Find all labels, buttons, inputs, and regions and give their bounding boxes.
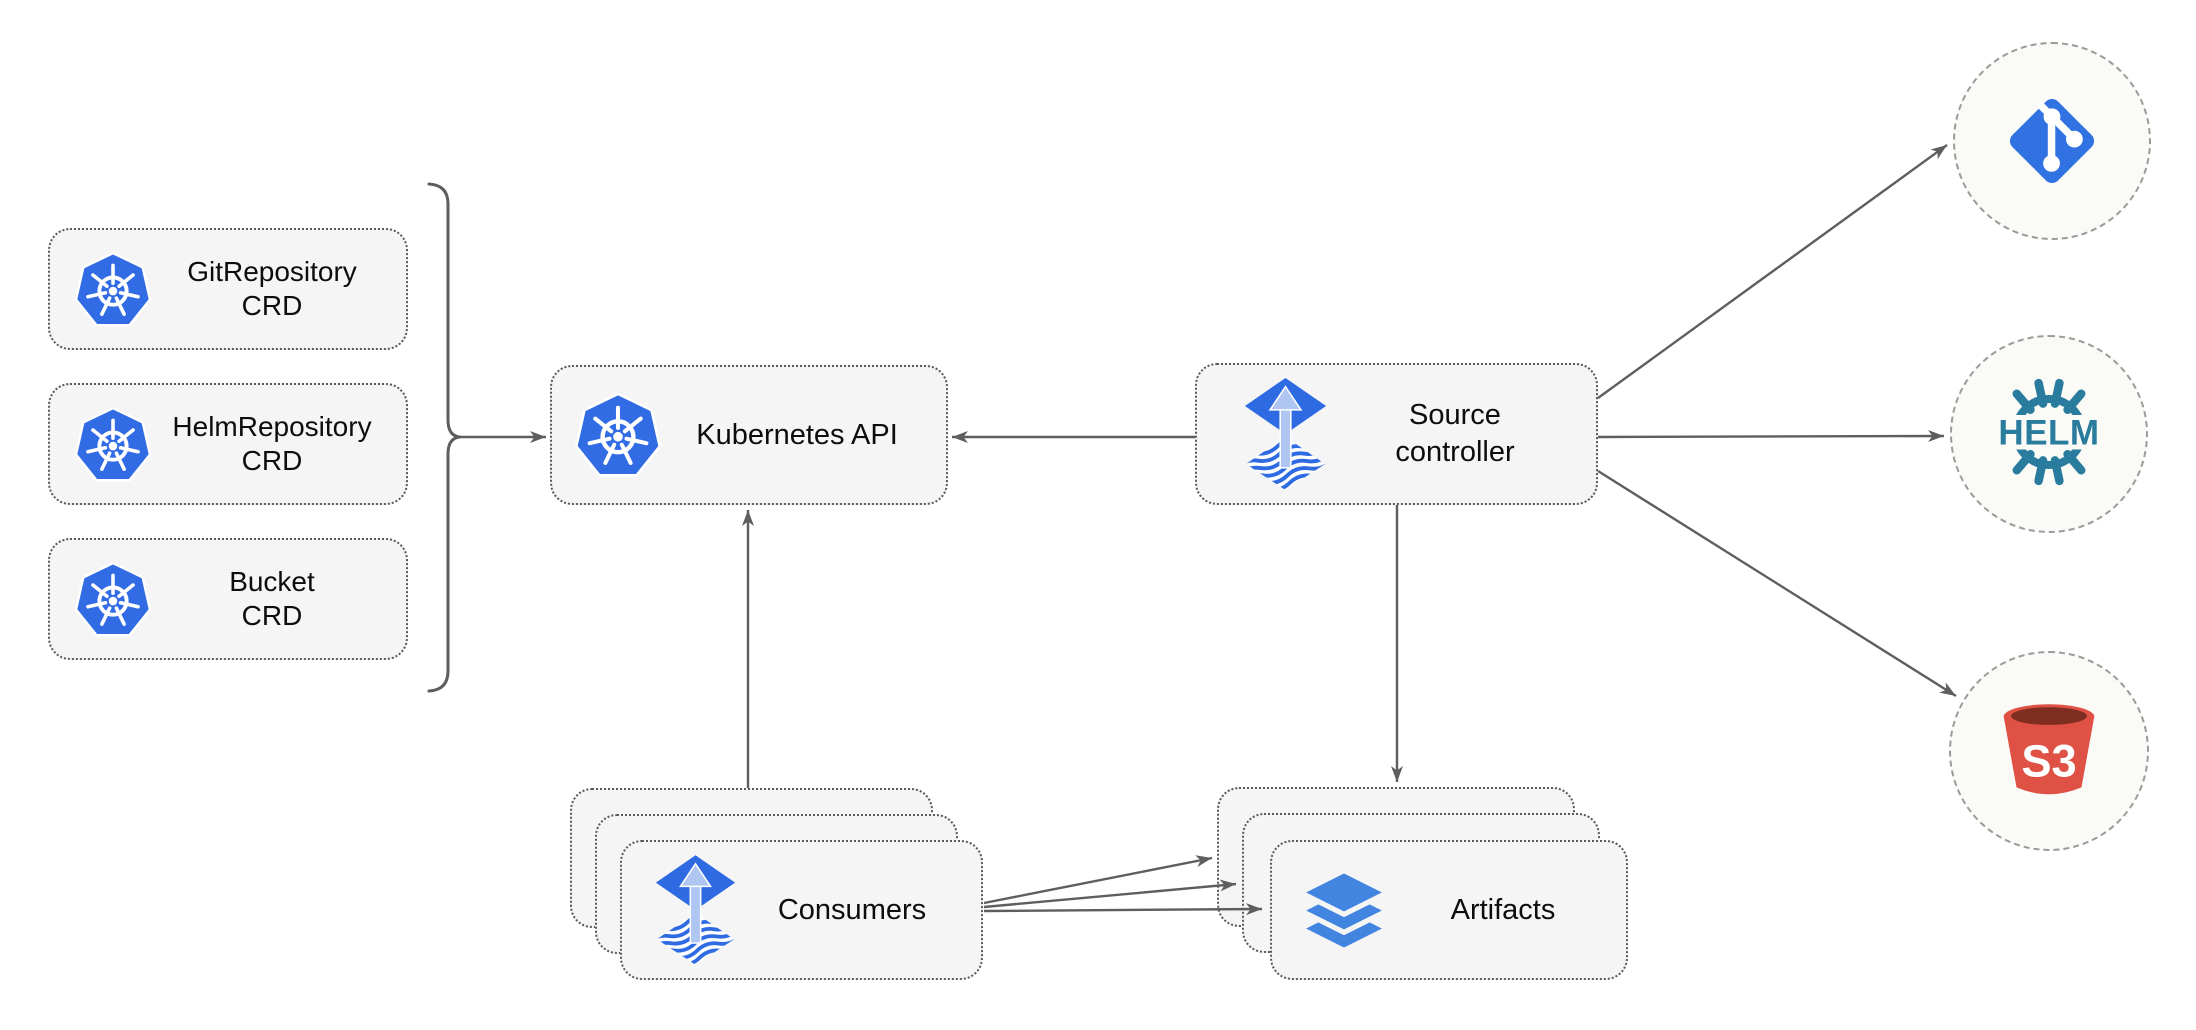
flux-icon	[654, 854, 737, 966]
kubernetes-icon	[574, 389, 662, 481]
helmrepository-crd-label: HelmRepository CRD	[172, 411, 372, 476]
crd-group-bracket	[427, 182, 461, 693]
artifacts-label: Artifacts	[1450, 893, 1556, 926]
s3-wordmark: S3	[2021, 735, 2076, 786]
layers-icon	[1294, 863, 1394, 958]
kubernetes-icon	[74, 559, 152, 640]
consumers-label: Consumers	[777, 893, 927, 926]
helm-wordmark: HELM	[1998, 414, 2099, 453]
bucket-crd-label: Bucket CRD	[229, 566, 315, 631]
git-icon	[1996, 85, 2108, 197]
consumers-box: Consumers	[620, 840, 983, 980]
artifacts-box: Artifacts	[1270, 840, 1628, 980]
flux-icon	[1243, 377, 1328, 491]
kubernetes-icon	[74, 404, 152, 485]
arrow-consumers-to-artifacts-middle	[983, 879, 1237, 909]
arrow-source-controller-to-git	[1597, 144, 1948, 399]
s3-source-circle: S3	[1949, 651, 2149, 851]
kubernetes-icon	[74, 249, 152, 330]
git-source-circle	[1953, 42, 2151, 240]
arrow-source-controller-to-s3	[1597, 469, 1957, 698]
helm-icon: HELM	[1993, 378, 2104, 486]
s3-bucket-icon: S3	[1985, 689, 2113, 813]
helmrepository-crd-box: HelmRepository CRD	[48, 383, 408, 505]
helm-source-circle: HELM	[1950, 335, 2148, 533]
gitrepository-crd-label: GitRepository CRD	[187, 256, 357, 321]
arrow-source-controller-to-helm	[1597, 430, 1945, 443]
kubernetes-api-box: Kubernetes API	[550, 365, 948, 505]
bucket-crd-box: Bucket CRD	[48, 538, 408, 660]
gitrepository-crd-box: GitRepository CRD	[48, 228, 408, 350]
kubernetes-api-label: Kubernetes API	[696, 418, 898, 451]
source-controller-label: Source controller	[1395, 399, 1515, 468]
arrow-consumers-to-artifacts-back	[983, 855, 1213, 905]
source-controller-box: Source controller	[1195, 363, 1598, 505]
